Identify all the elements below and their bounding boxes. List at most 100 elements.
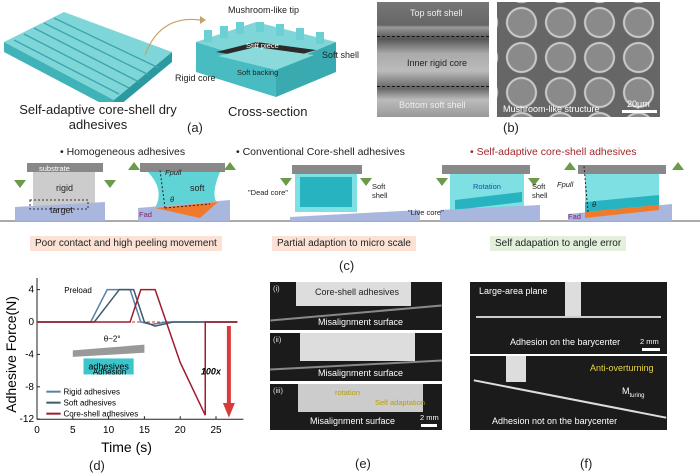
homog-caption: Poor contact and high peeling movement xyxy=(30,236,222,251)
dead-core-label: "Dead core" xyxy=(248,188,288,197)
live-core-label: "Live core" xyxy=(408,208,444,217)
photo-e-ii: (ii) Misalignment surface xyxy=(270,333,442,381)
cross-section-title: Cross-section xyxy=(228,104,308,119)
photo-e-iii: (iii) rotation Self adaptation Misalignm… xyxy=(270,384,442,430)
scale-bar-label: 20μm xyxy=(627,99,650,109)
panel-f-label: (f) xyxy=(580,456,593,471)
moment-symbol: M xyxy=(622,386,630,396)
x-tick-label: 25 xyxy=(210,425,222,436)
homog-title-text: Homogeneous adhesives xyxy=(66,146,186,158)
factor-label: 100x xyxy=(201,367,222,377)
photo-f-bottom: Anti-overturning Mturing Adhesion not on… xyxy=(470,356,667,430)
conv-caption: Partial adaption to micro scale xyxy=(272,236,416,251)
scale-bar xyxy=(642,348,660,351)
magnitude-arrow xyxy=(222,326,235,418)
target-label: target xyxy=(50,205,74,215)
adhesion-mechanism-diagrams xyxy=(0,162,700,222)
self-title-text: Self-adaptive core-shell adhesives xyxy=(476,146,637,158)
photo-e-i: (i) Core-shell adhesives Misalignment su… xyxy=(270,282,442,330)
adhesive-array-illustration xyxy=(4,12,172,102)
y-axis-title: Adhesive Force(N) xyxy=(3,296,19,413)
soft-shell-label: Soft shell xyxy=(322,50,360,60)
sem-cross-section-image: Top soft shell Inner rigid core Bottom s… xyxy=(377,2,489,117)
x-tick-label: 5 xyxy=(70,425,76,436)
cross-section-illustration xyxy=(196,22,336,97)
misalignment-label: Misalignment surface xyxy=(318,368,404,378)
not-barycenter-label: Adhesion not on the barycenter xyxy=(492,416,618,426)
conv-soft-shell-label: Soft shell xyxy=(372,182,388,200)
stiff-piece-label: Stiff piece xyxy=(246,41,279,50)
x-axis-title: Time (s) xyxy=(101,439,152,455)
adhesives-label: adhesives xyxy=(88,361,129,371)
sem-mushroom-image: Mushroom-like structure 20μm xyxy=(497,2,660,117)
theta-label-2: θ xyxy=(592,200,597,209)
preload-label: Preload xyxy=(64,286,92,295)
frame-index: (iii) xyxy=(273,386,283,395)
rigid-label: rigid xyxy=(56,183,74,193)
y-tick-label: -12 xyxy=(20,414,35,425)
zoom-arrow xyxy=(144,16,206,56)
soft-label: soft xyxy=(190,183,205,193)
x-tick-label: 15 xyxy=(139,425,151,436)
panel-d-label: (d) xyxy=(89,458,105,473)
conv-title-text: Conventional Core-shell adhesives xyxy=(242,146,405,158)
rotation-label: rotation xyxy=(335,388,361,397)
inner-core-label: Inner rigid core xyxy=(407,58,468,68)
photo-f-top: Large-area plane Adhesion on the barycen… xyxy=(470,282,667,354)
fpull-label: Fpull xyxy=(165,168,182,177)
self-adaptation-label: Self adaptation xyxy=(375,398,426,407)
fad-label: Fad xyxy=(139,210,152,219)
legend-label-1: Soft adhesives xyxy=(63,399,115,408)
self-soft-shell-label: Soft shell xyxy=(532,182,548,200)
series-line-2 xyxy=(37,288,238,416)
misalignment-label: Misalignment surface xyxy=(318,317,404,327)
barycenter-label: Adhesion on the barycenter xyxy=(510,337,621,347)
soft-backing-label: Soft backing xyxy=(237,68,279,77)
panel-a-label: (a) xyxy=(187,120,203,135)
fad-label-2: Fad xyxy=(568,212,581,221)
large-plane-label: Large-area plane xyxy=(479,286,548,296)
scale-label: 2 mm xyxy=(640,337,659,346)
scale-bar xyxy=(622,110,657,113)
frame-index: (i) xyxy=(273,284,280,293)
y-tick-label: 4 xyxy=(28,285,34,296)
moment-subscript: turing xyxy=(629,392,645,399)
y-tick-label: -4 xyxy=(25,349,34,360)
scale-bar xyxy=(421,424,437,427)
anti-overturning-label: Anti-overturning xyxy=(590,363,654,373)
homog-title: • Homogeneous adhesives xyxy=(60,146,186,158)
legend-label-2: Core-shell adhesives xyxy=(63,410,138,419)
self-title: • Self-adaptive core-shell adhesives xyxy=(470,146,637,158)
y-tick-label: -8 xyxy=(25,382,34,393)
mushroom-tip-label: Mushroom-like tip xyxy=(228,5,300,15)
panel-e-label: (e) xyxy=(355,456,371,471)
series-line-1 xyxy=(37,288,238,327)
core-shell-label: Core-shell adhesives xyxy=(315,287,400,297)
legend-label-0: Rigid adhesives xyxy=(63,388,119,397)
panel-a-title: Self-adaptive core-shell dry adhesives xyxy=(19,102,177,132)
x-tick-label: 20 xyxy=(175,425,187,436)
panel-c-label: (c) xyxy=(339,258,355,273)
fpull-label-2: Fpull xyxy=(557,180,574,189)
theta-label: θ xyxy=(170,195,175,204)
adhesive-block xyxy=(83,358,134,375)
panel-b-label: (b) xyxy=(503,120,519,135)
rigid-core-label: Rigid core xyxy=(175,73,216,83)
top-shell-label: Top soft shell xyxy=(410,8,463,18)
tilted-substrate xyxy=(72,344,145,357)
x-tick-label: 10 xyxy=(103,425,115,436)
conv-title: • Conventional Core-shell adhesives xyxy=(236,146,405,158)
mushroom-structure-label: Mushroom-like structure xyxy=(503,104,600,114)
bottom-shell-label: Bottom soft shell xyxy=(399,100,466,110)
frame-index: (ii) xyxy=(273,335,282,344)
scale-label: 2 mm xyxy=(420,413,439,422)
self-caption: Self adapation to angle error xyxy=(490,236,627,251)
rotation-label: Rotation xyxy=(473,182,501,191)
misalignment-label: Misalignment surface xyxy=(310,416,396,426)
moment-label: Mturing xyxy=(622,386,645,399)
substrate-label: substrate xyxy=(39,164,70,173)
x-tick-label: 0 xyxy=(34,425,40,436)
adhesion-label: Adhesion xyxy=(93,368,126,377)
angle-label: θ~2° xyxy=(104,334,121,343)
